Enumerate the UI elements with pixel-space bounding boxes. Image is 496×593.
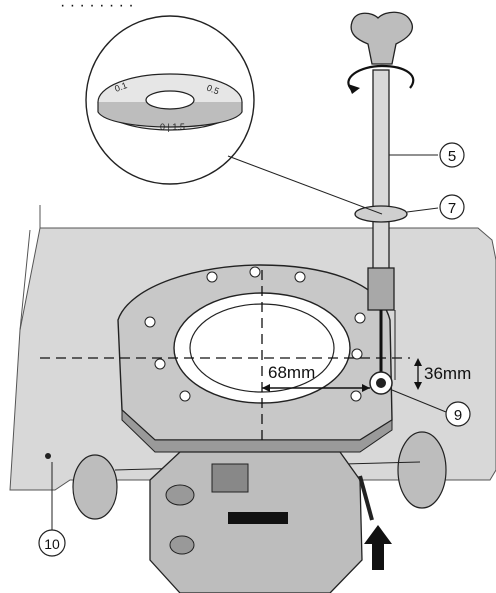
callout-10-label: 10 (44, 536, 60, 552)
screw-icon (351, 348, 363, 360)
pivot-center (376, 378, 386, 388)
screw-icon (154, 358, 166, 370)
right-handle (397, 431, 447, 509)
callout-5-circle (439, 142, 465, 168)
inset-leader-line (227, 155, 383, 215)
base-plate-front-edge (121, 408, 393, 453)
screw-icon (206, 271, 218, 283)
lock-lever (358, 475, 374, 521)
star-knob (350, 11, 413, 65)
rotation-arrow-icon (347, 64, 415, 91)
switch-block (211, 463, 249, 493)
inset-disc-edge (97, 102, 243, 128)
rotation-arrow-head (348, 84, 360, 94)
callout-9-label: 9 (454, 407, 462, 424)
left-handle (72, 454, 118, 520)
callout-7-leader (406, 207, 439, 213)
screw-icon (179, 390, 191, 402)
table-edge (19, 205, 41, 331)
dimension-68-label: 68mm (268, 363, 315, 382)
dimension-36-arrows (414, 358, 422, 390)
screw-icon (249, 266, 261, 278)
inset-mark-01: 0.1 (113, 80, 128, 94)
callout-7-label: 7 (448, 200, 456, 217)
inset-disc-hole (145, 90, 195, 110)
callout-5-label: 5 (448, 148, 456, 165)
depth-rod (372, 69, 390, 271)
inset-mark-0-15: 0 | 1.5 (160, 122, 185, 132)
screw-icon (354, 312, 366, 324)
callout-7-circle (439, 194, 465, 220)
push-up-arrow-icon (364, 525, 392, 570)
callout-9-circle (445, 401, 471, 427)
rod-clamp (367, 267, 395, 311)
screw-icon (350, 390, 362, 402)
side-knob (165, 484, 195, 506)
screw-icon (144, 316, 156, 328)
inset-mark-05: 0.5 (205, 83, 220, 97)
callout-9-leader (391, 389, 447, 413)
callout-10-circle (38, 529, 66, 557)
lower-knob (169, 535, 195, 555)
header-partial-text: · · · · · · · · (60, 0, 134, 14)
table-dot (45, 453, 51, 459)
screws (144, 266, 366, 402)
dimension-36-label: 36mm (424, 364, 471, 383)
housing-slot (228, 512, 288, 524)
screw-icon (294, 271, 306, 283)
